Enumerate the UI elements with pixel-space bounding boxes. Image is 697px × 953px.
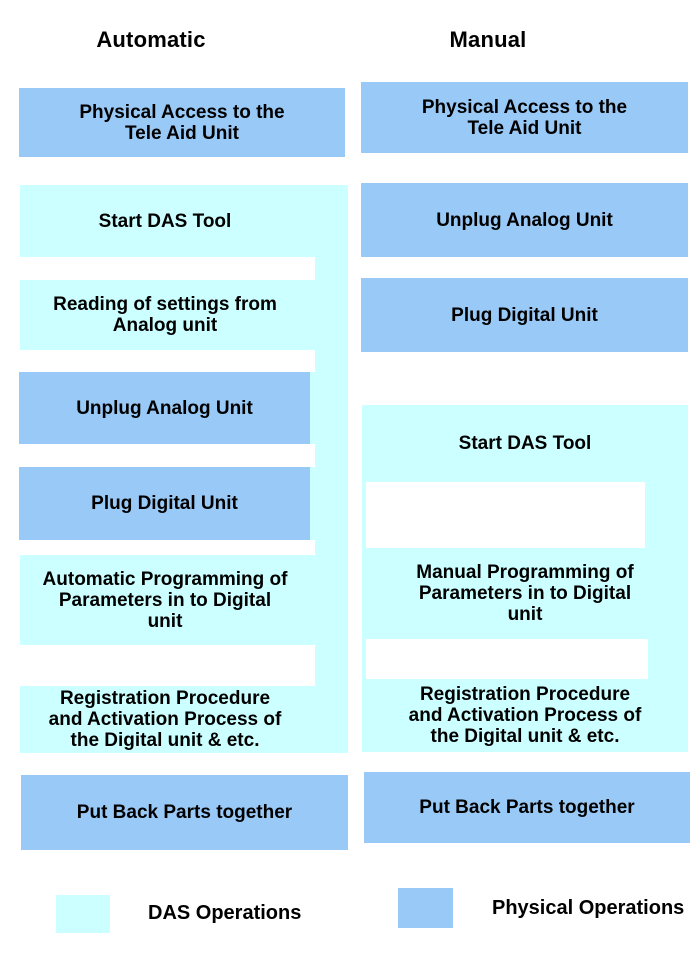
gap-overlay	[0, 257, 315, 280]
flow-step-automatic-reading-settings: Reading of settings from Analog unit	[53, 294, 277, 336]
flow-step-automatic-plug-digital-unit: Plug Digital Unit	[19, 467, 310, 540]
flow-step-automatic-put-back-parts: Put Back Parts together	[21, 775, 348, 850]
flow-step-manual-put-back-parts: Put Back Parts together	[364, 772, 690, 843]
flow-step-manual-plug-digital-unit: Plug Digital Unit	[361, 278, 688, 352]
gap-overlay	[366, 639, 648, 679]
column-header-automatic: Automatic	[96, 27, 206, 52]
gap-overlay	[366, 482, 645, 548]
flow-step-manual-start-das-tool: Start DAS Tool	[458, 433, 592, 454]
flow-step-manual-programming: Manual Programming of Parameters in to D…	[416, 562, 634, 625]
gap-overlay	[0, 645, 315, 686]
gap-overlay	[0, 444, 315, 467]
flow-step-automatic-unplug-analog-unit: Unplug Analog Unit	[19, 372, 310, 444]
flow-step-manual-registration: Registration Procedure and Activation Pr…	[408, 684, 642, 747]
column-header-manual: Manual	[449, 27, 527, 52]
flow-step-manual-physical-access: Physical Access to the Tele Aid Unit	[361, 82, 688, 153]
flow-step-automatic-physical-access: Physical Access to the Tele Aid Unit	[19, 88, 345, 157]
flow-step-automatic-registration: Registration Procedure and Activation Pr…	[48, 688, 282, 751]
gap-overlay	[0, 540, 315, 555]
flow-step-automatic-programming: Automatic Programming of Parameters in t…	[42, 568, 288, 632]
gap-overlay	[0, 350, 315, 372]
legend-swatch-das-operations	[56, 895, 110, 933]
legend-label-physical-operations: Physical Operations	[492, 897, 685, 919]
legend-label-das-operations: DAS Operations	[148, 902, 302, 924]
legend-swatch-physical-operations	[398, 888, 453, 928]
flow-step-automatic-start-das-tool: Start DAS Tool	[98, 210, 232, 232]
flow-step-manual-unplug-analog-unit: Unplug Analog Unit	[361, 183, 688, 257]
das-background-column-manual	[362, 405, 688, 752]
